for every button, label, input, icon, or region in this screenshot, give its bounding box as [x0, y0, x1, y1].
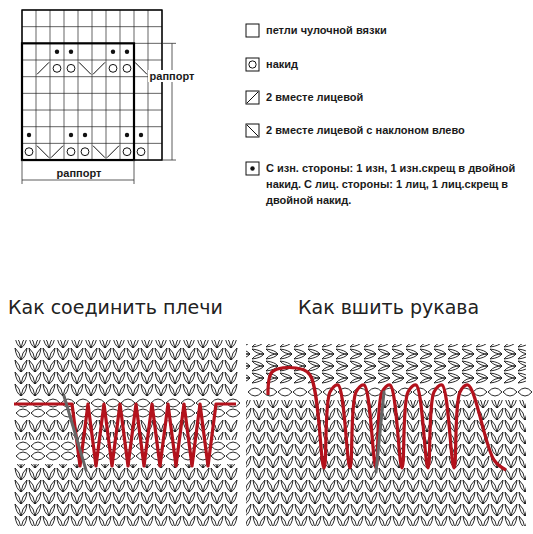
sleeve-seam-illustration: [246, 344, 532, 526]
grid-line: [64, 10, 65, 160]
legend-text: 2 вместе лицевой: [266, 89, 528, 105]
legend-symbol: [246, 24, 259, 37]
grid-line: [92, 10, 93, 160]
grid-line: [36, 10, 37, 160]
repeat-label: раппорт: [55, 167, 104, 179]
legend-symbol: [246, 124, 259, 137]
legend-text: 2 вместе лицевой с наклоном влево: [266, 122, 528, 138]
legend-symbol: [246, 91, 259, 104]
repeat-label: раппорт: [148, 70, 197, 82]
grid-line: [22, 126, 162, 127]
repeat-bracket: [162, 43, 176, 160]
illustration-title: Как соединить плечи: [8, 296, 223, 318]
knitting-chart: [22, 10, 176, 184]
repeat-bracket: [22, 160, 134, 184]
grid-line: [22, 60, 162, 61]
grid-line: [50, 10, 51, 160]
legend-text: петли чулочной вязки: [266, 22, 528, 38]
legend-symbol: [246, 162, 259, 175]
legend-text: С изн. стороны: 1 изн, 1 изн.скрещ в дво…: [266, 160, 528, 208]
chart-frame: [22, 10, 162, 160]
grid-line: [78, 10, 79, 160]
grid-line: [120, 10, 121, 160]
needle: [376, 392, 384, 472]
repeat-frame: [22, 43, 134, 160]
legend-text: накид: [266, 56, 528, 72]
legend-symbol: [246, 58, 259, 71]
grid-line: [22, 76, 162, 77]
yarn: [14, 404, 236, 466]
shoulder-seam-illustration: [14, 340, 240, 526]
legend-symbols: [246, 24, 259, 175]
grid-line: [106, 10, 107, 160]
grid-line: [22, 110, 162, 111]
grid-line: [22, 93, 162, 94]
illustration-title: Как вшить рукава: [298, 296, 479, 318]
grid-line: [148, 10, 149, 160]
yarn: [268, 368, 506, 470]
grid-line: [22, 143, 162, 144]
grid-line: [22, 26, 162, 27]
needle: [64, 396, 86, 470]
